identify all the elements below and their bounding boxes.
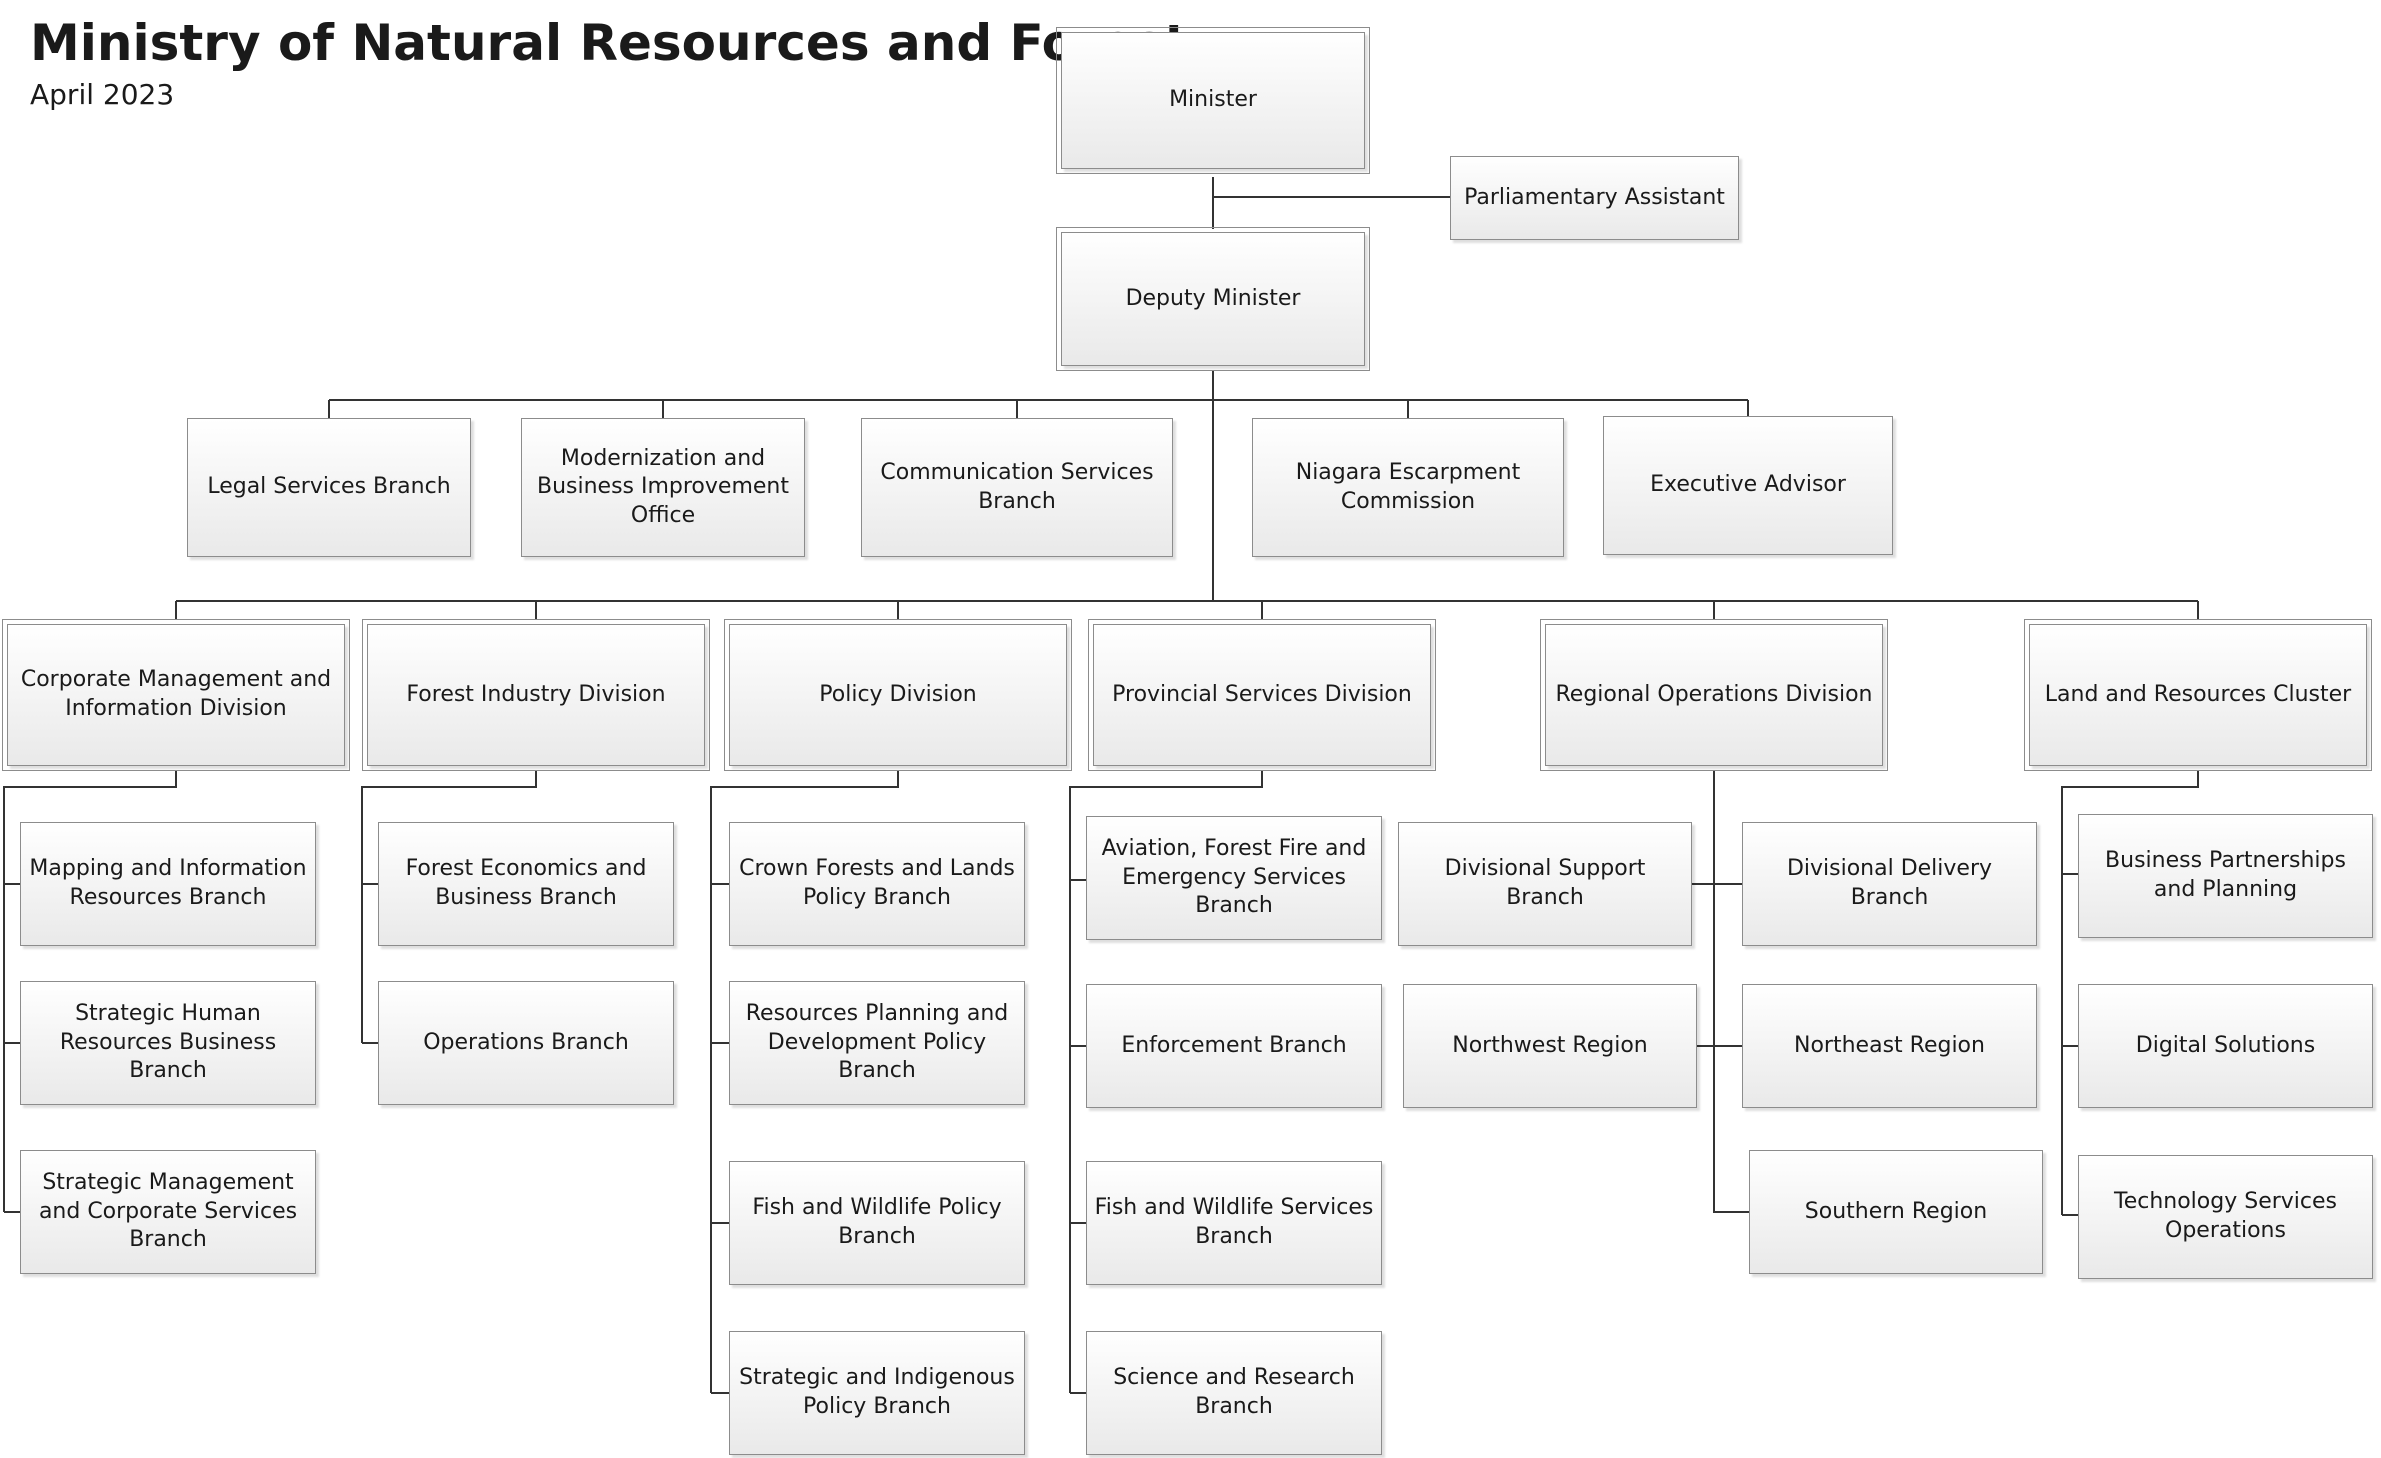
- fish-wildlife-services-branch-box: Fish and Wildlife Services Branch: [1086, 1161, 1382, 1285]
- parliamentary-assistant-box: Parliamentary Assistant: [1450, 156, 1739, 240]
- modernization-office-box: Modernization and Business Improvement O…: [521, 418, 805, 557]
- page-subtitle: April 2023: [30, 78, 175, 111]
- strategic-hr-branch-box: Strategic Human Resources Business Branc…: [20, 981, 316, 1105]
- aviation-forest-fire-branch-box: Aviation, Forest Fire and Emergency Serv…: [1086, 816, 1382, 940]
- northeast-region-box: Northeast Region: [1742, 984, 2037, 1108]
- provincial-services-division-box: Provincial Services Division: [1088, 619, 1436, 771]
- niagara-escarpment-commission-box: Niagara Escarpment Commission: [1252, 418, 1564, 557]
- forest-industry-division-box: Forest Industry Division: [362, 619, 710, 771]
- crown-forests-branch-box: Crown Forests and Lands Policy Branch: [729, 822, 1025, 946]
- divisional-support-branch-box: Divisional Support Branch: [1398, 822, 1692, 946]
- business-partnerships-box: Business Partnerships and Planning: [2078, 814, 2373, 938]
- fish-wildlife-policy-branch-box: Fish and Wildlife Policy Branch: [729, 1161, 1025, 1285]
- legal-services-branch-box: Legal Services Branch: [187, 418, 471, 557]
- land-resources-cluster-box: Land and Resources Cluster: [2024, 619, 2372, 771]
- operations-branch-box: Operations Branch: [378, 981, 674, 1105]
- resources-planning-branch-box: Resources Planning and Development Polic…: [729, 981, 1025, 1105]
- technology-services-box: Technology Services Operations: [2078, 1155, 2373, 1279]
- page-title: Ministry of Natural Resources and Forest…: [30, 14, 1246, 72]
- regional-operations-division-box: Regional Operations Division: [1540, 619, 1888, 771]
- policy-division-box: Policy Division: [724, 619, 1072, 771]
- northwest-region-box: Northwest Region: [1403, 984, 1697, 1108]
- corporate-management-division-box: Corporate Management and Information Div…: [2, 619, 350, 771]
- divisional-delivery-branch-box: Divisional Delivery Branch: [1742, 822, 2037, 946]
- minister-box: Minister: [1056, 27, 1370, 174]
- science-research-branch-box: Science and Research Branch: [1086, 1331, 1382, 1455]
- southern-region-box: Southern Region: [1749, 1150, 2043, 1274]
- strategic-indigenous-branch-box: Strategic and Indigenous Policy Branch: [729, 1331, 1025, 1455]
- enforcement-branch-box: Enforcement Branch: [1086, 984, 1382, 1108]
- mapping-information-branch-box: Mapping and Information Resources Branch: [20, 822, 316, 946]
- communication-services-branch-box: Communication Services Branch: [861, 418, 1173, 557]
- deputy-minister-box: Deputy Minister: [1056, 227, 1370, 371]
- digital-solutions-box: Digital Solutions: [2078, 984, 2373, 1108]
- forest-economics-branch-box: Forest Economics and Business Branch: [378, 822, 674, 946]
- executive-advisor-box: Executive Advisor: [1603, 416, 1893, 555]
- strategic-management-branch-box: Strategic Management and Corporate Servi…: [20, 1150, 316, 1274]
